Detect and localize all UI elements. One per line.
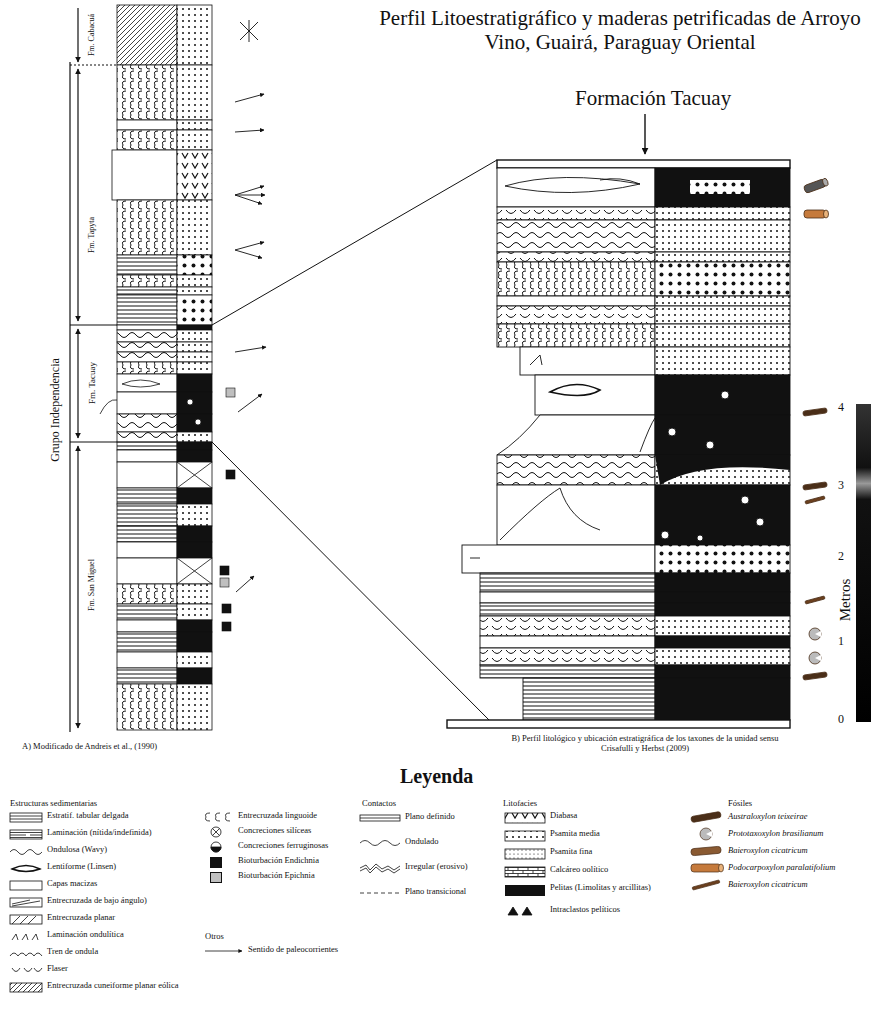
left-column	[100, 5, 212, 730]
legend-text: Laminación ondulítica	[47, 930, 124, 940]
legend-text: Ondulosa (Wavy)	[47, 845, 107, 855]
legend-title: Leyenda	[400, 765, 473, 788]
legend-swatch	[505, 885, 545, 896]
legend-text: Plano transicional	[405, 887, 466, 897]
legend-text: Plano definido	[405, 812, 455, 822]
bioturbation-marks	[220, 388, 235, 631]
detail-column	[447, 160, 790, 728]
legend-fossil-icons	[691, 811, 724, 890]
legend-text: Tren de ondula	[47, 947, 98, 957]
legend-text: Intraclastos pelíticos	[550, 905, 620, 915]
legend-heading: Estructuras sedimentarias	[10, 799, 97, 809]
legend-heading: Fósiles	[728, 799, 752, 809]
legend-text: Irregular (erosivo)	[405, 862, 468, 872]
diagram-title: Perfil Litoestratigráfico y maderas petr…	[366, 6, 874, 54]
scale-number: 3	[838, 479, 844, 493]
formation-name: Fm. Cabacuá	[87, 14, 96, 56]
scale-number: 2	[838, 550, 844, 564]
legend-text: Podocarpoxylon paralatifolium	[728, 863, 835, 873]
scale-number: 4	[838, 401, 844, 415]
legend-text: Laminación (nítida/indefinida)	[47, 828, 152, 838]
section-heading: Formación Tacuay	[575, 86, 731, 110]
legend-text: Pelitas (Limolitas y arcillitas)	[550, 883, 651, 893]
panel-caption: B) Perfil litológico y ubicación estrati…	[500, 734, 790, 754]
legend-text: Australoxylon teixeirae	[728, 812, 808, 822]
legend-text: Psamita fina	[550, 847, 592, 857]
scale-unit: Metros	[837, 579, 854, 622]
paleocurrent-arrows	[235, 20, 266, 592]
legend-text: Entrecruzada planar	[47, 913, 115, 923]
legend-swatch	[210, 872, 222, 883]
legend-text: Estratif. tabular delgada	[47, 811, 128, 821]
legend-text: Ondulado	[405, 837, 439, 847]
legend-text: Bioturbación Endichnia	[238, 856, 319, 866]
legend-symbols	[10, 813, 545, 992]
legend-text: Sentido de paleocorrientes	[248, 945, 338, 955]
legend-text: Concreciones ferruginosas	[238, 841, 328, 851]
legend-text: Diabasa	[550, 811, 577, 821]
legend-text: Baieroxylon cicatricum	[728, 880, 808, 890]
formation-brackets	[70, 8, 117, 732]
legend-heading: Contactos	[362, 799, 396, 809]
scale-number: 0	[838, 713, 844, 727]
legend-text: Concreciones silíceas	[238, 826, 311, 836]
legend-heading: Litofacies	[503, 799, 537, 809]
legend-text: Entrecruzada de bajo ángulo)	[47, 896, 147, 906]
legend-text: Prototaxoxylon brasilianum	[728, 829, 823, 839]
fossil-icons	[803, 178, 829, 681]
legend-text: Flaser	[47, 964, 68, 974]
legend-text: Entrecruzada linguoide	[238, 811, 317, 821]
panel-caption: A) Modificado de Andreis et al., (1990)	[22, 742, 157, 752]
scale-number: 1	[838, 635, 844, 649]
legend-text: Psamita media	[550, 829, 600, 839]
legend-text: Lentiforme (Linsen)	[47, 862, 116, 872]
formation-name: Fm. San Miguel	[87, 559, 96, 611]
legend-text: Entrecruzada cuneiforme planar eólica	[47, 981, 178, 991]
formation-name: Fm. Tacuay	[87, 362, 97, 404]
legend-heading: Otros	[205, 932, 224, 942]
legend-text: Calcáreo oolítico	[550, 865, 608, 875]
formation-name: Fm. Tapyta	[87, 217, 96, 253]
legend-text: Capas macizas	[47, 879, 97, 889]
scale-bar	[856, 404, 871, 722]
group-name: Grupo Independencia	[49, 358, 63, 462]
legend-text: Bioturbación Epichnia	[238, 871, 315, 881]
legend-swatch	[210, 857, 222, 868]
legend-text: Baieroxylon cicatricum	[728, 846, 808, 856]
